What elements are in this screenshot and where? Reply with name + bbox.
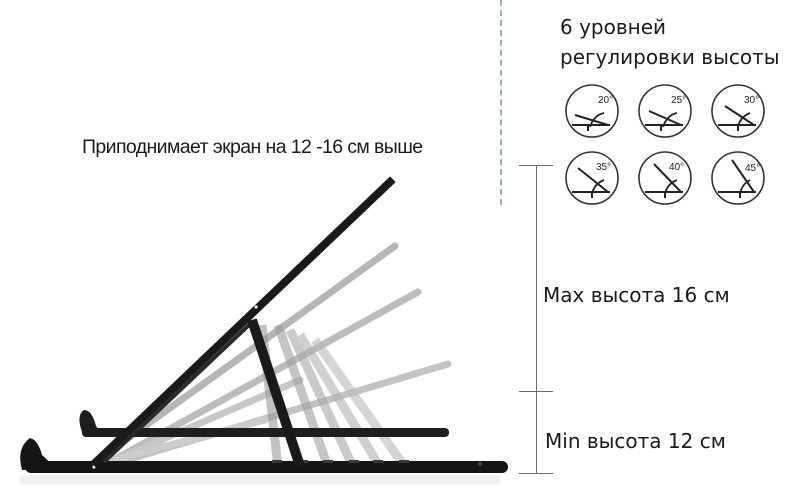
angle-label: 35° bbox=[596, 162, 611, 173]
height-dimension-line bbox=[536, 165, 537, 473]
levels-title: 6 уровней регулировки высоты bbox=[560, 12, 780, 72]
min-height-label: Min высота 12 см bbox=[545, 429, 726, 453]
levels-title-line2: регулировки высоты bbox=[560, 45, 780, 69]
angle-35-icon: 35° bbox=[564, 150, 620, 206]
max-height-tick bbox=[519, 165, 553, 166]
angle-20-icon: 20° bbox=[564, 83, 620, 139]
angle-45-icon: 45° bbox=[710, 150, 766, 206]
angle-label: 25° bbox=[671, 95, 686, 106]
headline-text: Приподнимает экран на 12 -16 см выше bbox=[82, 136, 423, 158]
max-height-label: Max высота 16 см bbox=[543, 283, 730, 307]
angle-25-icon: 25° bbox=[637, 83, 693, 139]
angle-label: 30° bbox=[744, 95, 759, 106]
levels-title-line1: 6 уровней bbox=[560, 15, 667, 39]
angle-30-icon: 30° bbox=[710, 83, 766, 139]
min-height-tick bbox=[519, 391, 553, 392]
laptop-stand-illustration bbox=[0, 170, 520, 500]
angle-40-icon: 40° bbox=[637, 150, 693, 206]
angle-label: 20° bbox=[598, 95, 613, 106]
angle-label: 40° bbox=[669, 162, 684, 173]
dashed-divider bbox=[500, 0, 502, 205]
angle-label: 45° bbox=[745, 163, 760, 174]
base-tick bbox=[519, 473, 553, 474]
